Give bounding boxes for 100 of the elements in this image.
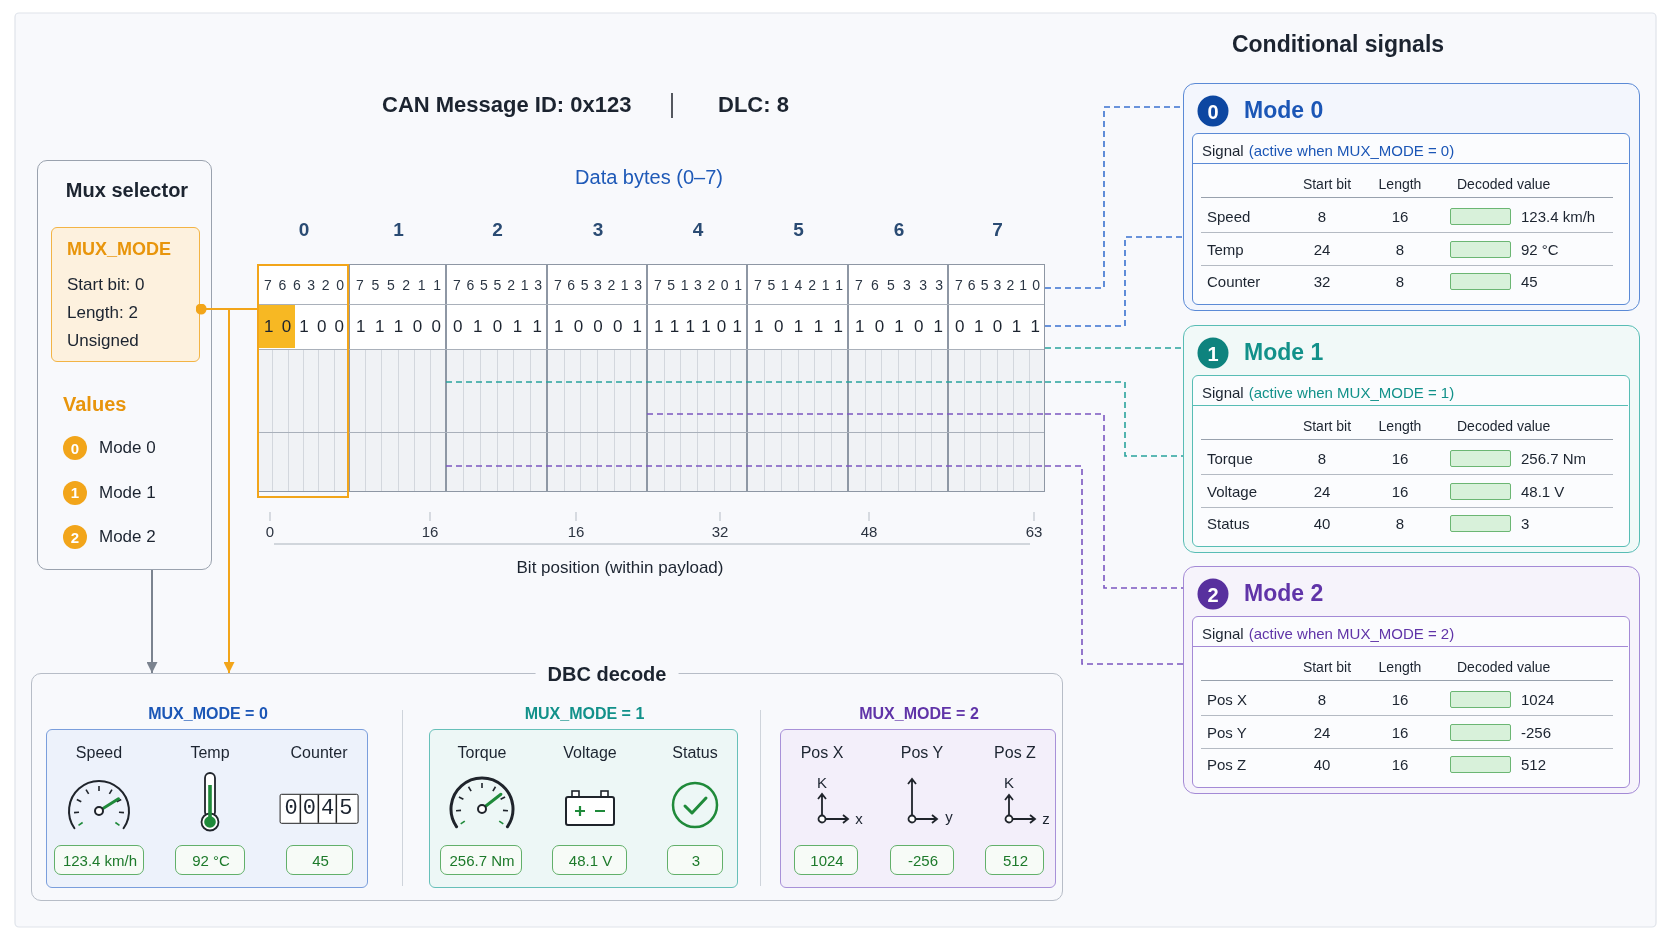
- signal-label: Pos X: [800, 743, 844, 763]
- byte-index: 5: [793, 218, 804, 242]
- value-readout: [794, 845, 858, 875]
- decoded-value: 92 °C: [1521, 240, 1559, 259]
- axis-tick-label: 16: [421, 523, 439, 541]
- section-title: Data bytes (0–7): [575, 165, 723, 189]
- panel-title: Mux selector: [65, 178, 189, 202]
- bit-numbers: 7 6 5 3 3 3: [855, 276, 943, 294]
- column-header: Length: [1378, 417, 1422, 435]
- bit-values: 1 0 1 1 1: [754, 316, 843, 338]
- mode-panel: [1183, 83, 1640, 311]
- signal-label: Status: [672, 743, 718, 763]
- column-header: Length: [1378, 175, 1422, 193]
- table-value: 8: [1395, 240, 1405, 259]
- table-value: 40: [1313, 756, 1331, 774]
- group-header: MUX_MODE = 2: [859, 704, 979, 724]
- dashed-connector: [1044, 347, 1184, 349]
- condition-note: (active when MUX_MODE = 1): [1248, 384, 1455, 402]
- signal-name: Status: [1207, 515, 1250, 533]
- table-value: 8: [1395, 273, 1405, 291]
- table-value: 16: [1391, 450, 1409, 468]
- readout-value: 256.7 Nm: [449, 852, 515, 870]
- signal-property: Unsigned: [67, 330, 139, 352]
- byte-index: 1: [393, 218, 404, 242]
- value-readout: [890, 845, 954, 875]
- value-readout: [552, 845, 627, 875]
- decoded-value: -256: [1521, 723, 1552, 742]
- bit-values: 0 1 0 1 1: [955, 316, 1040, 338]
- table-value: 8: [1395, 515, 1405, 533]
- condition-note: (active when MUX_MODE = 0): [1248, 142, 1455, 160]
- group-header: MUX_MODE = 0: [148, 704, 268, 724]
- bit-numbers: 7 6 5 3 2 1 0: [955, 276, 1040, 294]
- table-caption: Signal: [1202, 384, 1244, 402]
- signal-label: Voltage: [563, 743, 617, 763]
- table-value: 16: [1391, 723, 1409, 742]
- bit-numbers: 7 5 1 4 2 1 1: [754, 276, 843, 294]
- byte-index: 2: [492, 218, 503, 242]
- signal-label: Temp: [190, 743, 230, 763]
- table-value: 8: [1317, 691, 1327, 709]
- signal-label: Pos Y: [900, 743, 944, 763]
- bit-numbers: 7 5 5 2 1 1: [356, 276, 441, 294]
- panel-title: Mode 2: [1244, 580, 1324, 608]
- readout-value: 512: [1003, 852, 1028, 870]
- mode-label: Mode 1: [99, 482, 156, 503]
- value-readout: [54, 845, 144, 875]
- readout-value: 123.4 km/h: [62, 852, 138, 870]
- table-caption: Signal: [1202, 142, 1244, 160]
- value-readout: [175, 845, 245, 875]
- decoded-value: 256.7 Nm: [1521, 450, 1587, 468]
- decoded-value: 45: [1521, 273, 1538, 291]
- column-header: Decoded value: [1457, 417, 1551, 435]
- readout-value: 3: [691, 852, 701, 870]
- table-value: 24: [1313, 723, 1331, 742]
- axis-label: K: [1004, 774, 1014, 792]
- value-readout: [286, 845, 353, 875]
- signal-label: Counter: [290, 743, 348, 763]
- number-badge: 2: [1197, 578, 1229, 610]
- bit-numbers: 7 6 6 3 2 0: [264, 276, 344, 294]
- bit-numbers: 7 6 5 3 2 1 3: [554, 276, 642, 294]
- signal-label: Speed: [75, 743, 123, 763]
- signal-name: Voltage: [1207, 482, 1258, 501]
- readout-value: 45: [312, 852, 329, 870]
- signal-table: [1192, 133, 1630, 305]
- bit-values: 1 0 0 0 1: [554, 316, 642, 338]
- message-title: CAN Message ID: 0x123: [382, 91, 632, 119]
- decoded-value: 123.4 km/h: [1521, 208, 1596, 226]
- signal-name: Pos Z: [1207, 756, 1247, 774]
- column-header: Length: [1378, 658, 1422, 676]
- bit-values: 1 0 1 0 0: [264, 316, 344, 338]
- column-header: Start bit: [1302, 658, 1352, 676]
- bit-numbers: 7 6 5 5 2 1 3: [453, 276, 542, 294]
- signal-property: Length: 2: [67, 302, 138, 324]
- table-value: 16: [1391, 756, 1409, 774]
- axis-tick-label: 48: [860, 523, 878, 541]
- value-readout: [440, 845, 522, 875]
- signal-name: Pos X: [1207, 691, 1248, 709]
- bit-values: 1 1 1 0 0: [356, 316, 441, 338]
- bit-values: 1 0 1 0 1: [855, 316, 943, 338]
- axis-label: x: [855, 810, 863, 828]
- axis-label: z: [1042, 810, 1050, 828]
- signal-name: Temp: [1207, 240, 1244, 259]
- axis-tick-label: 63: [1025, 523, 1043, 541]
- condition-note: (active when MUX_MODE = 2): [1248, 625, 1455, 643]
- readout-value: 48.1 V: [568, 852, 613, 870]
- column-header: Decoded value: [1457, 175, 1551, 193]
- dashed-connector: [1044, 236, 1184, 327]
- mode-panel: [1183, 566, 1640, 794]
- byte-index: 7: [992, 218, 1003, 242]
- byte-index: 3: [592, 218, 604, 242]
- table-value: 24: [1313, 240, 1331, 259]
- signal-label: Torque: [457, 743, 507, 763]
- column-header: Start bit: [1302, 175, 1352, 193]
- panel-title: Mode 0: [1244, 97, 1324, 125]
- mode-label: Mode 0: [99, 437, 156, 459]
- signal-table: [1192, 375, 1630, 547]
- value-readout: [985, 845, 1044, 875]
- selector-panel: [37, 160, 212, 570]
- arrow: [146, 569, 158, 674]
- dashed-connector: [1044, 465, 1184, 665]
- signal-name: Pos Y: [1207, 723, 1247, 742]
